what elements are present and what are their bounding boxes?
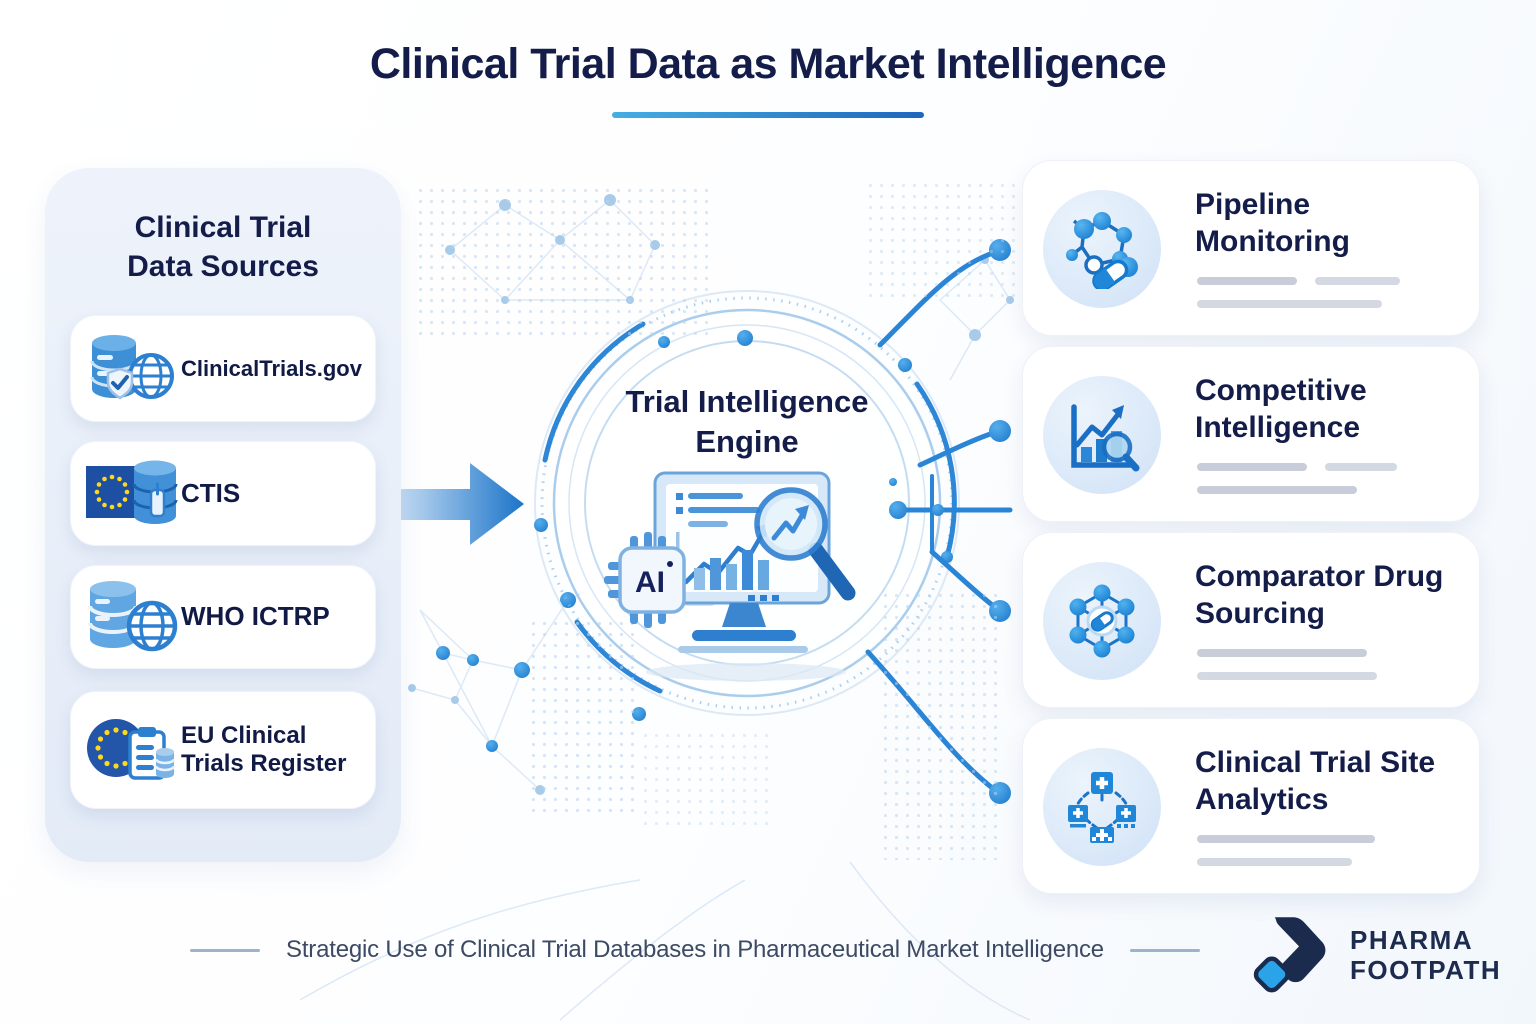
chart-trend-magnifier-icon [1043,376,1161,494]
source-card-who-ictrp: WHO ICTRP [70,565,376,669]
sources-heading: Clinical Trial Data Sources [127,211,319,283]
outcome-title: Competitive Intelligence [1195,374,1367,444]
bar-chart-icon [694,550,769,590]
svg-text:AI: AI [635,566,665,599]
flow-arrow [392,463,524,545]
engine-title: Trial Intelligence Engine [625,384,869,460]
eu-flag-database-icon [83,454,181,534]
dot-pattern [865,180,1015,300]
source-card-clinicaltrials-gov: ClinicalTrials.gov [70,315,376,422]
eu-circle-register-icon [83,708,181,792]
outcome-title: Comparator Drug Sourcing [1195,560,1444,630]
database-globe-shield-icon [83,329,181,409]
outcome-card-pipeline-monitoring: Pipeline Monitoring [1022,160,1480,336]
title-underline [612,112,924,118]
magnifier-icon [754,487,856,601]
outcome-title: Pipeline Monitoring [1195,188,1350,258]
database-globe-icon [83,577,181,657]
source-label: WHO ICTRP [181,601,330,632]
brand-logo: PHARMA FOOTPATH [1248,912,1501,1000]
source-label: EU Clinical Trials Register [181,722,347,777]
outcome-card-site-analytics: Clinical Trial Site Analytics [1022,718,1480,894]
network-pill-icon [1043,562,1161,680]
blue-nodes [436,592,576,752]
ai-chip-icon: AI [604,532,686,628]
brand-line-1: PHARMA [1350,925,1474,956]
footer-rule-right [1129,948,1200,952]
dot-pattern [415,185,715,335]
source-label: ClinicalTrials.gov [181,355,362,381]
source-label: CTIS [181,477,241,508]
brand-line-2: FOOTPATH [1350,955,1502,985]
dot-pattern [880,590,1005,860]
site-network-icon [1043,748,1161,866]
footer: Strategic Use of Clinical Trial Database… [180,928,1210,972]
outcome-card-comparator-drug-sourcing: Comparator Drug Sourcing [1022,532,1480,708]
pharma-footpath-logo-icon [1253,917,1326,993]
sources-panel: Clinical Trial Data Sources ClinicalTria… [45,168,401,862]
outcome-title: Clinical Trial Site Analytics [1195,746,1436,816]
footer-rule-left [190,948,261,952]
page-title: Clinical Trial Data as Market Intelligen… [369,40,1167,88]
source-card-ctis: CTIS [70,441,376,546]
outcome-card-competitive-intelligence: Competitive Intelligence [1022,346,1480,522]
footer-caption: Strategic Use of Clinical Trial Database… [286,936,1104,963]
dot-pattern [640,730,770,825]
molecule-pill-icon [1043,190,1161,308]
brand-name: PHARMA FOOTPATH [1350,925,1502,986]
dot-pattern [528,618,638,813]
source-card-eu-register: EU Clinical Trials Register [70,691,376,809]
monitor-analytics-magnifier-ai-chip-icon: AI [604,471,856,681]
